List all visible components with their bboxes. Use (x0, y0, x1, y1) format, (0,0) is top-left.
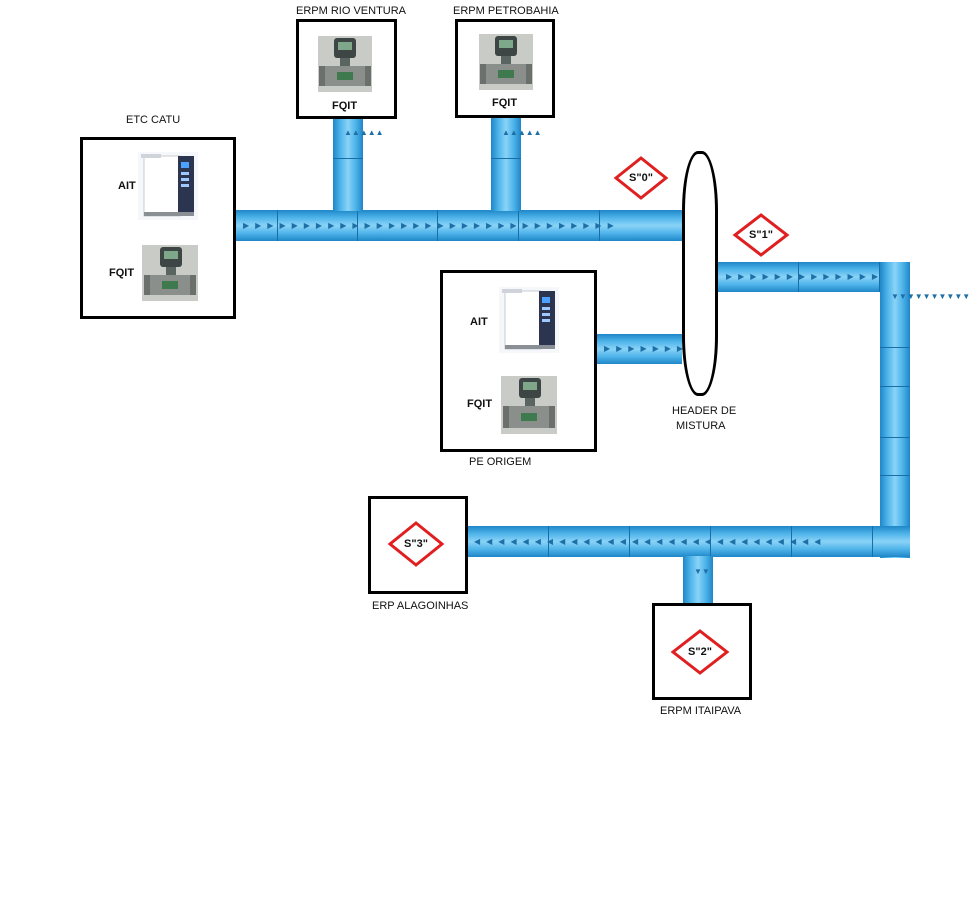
analyzer-cabinet-icon (138, 152, 198, 220)
erpm-petrobahia-label: ERPM PETROBAHIA (453, 5, 559, 17)
pipe-right-down: ▼▼▼▼▼▼▼▼▼▼▼▼ (880, 262, 972, 558)
fqit-label: FQIT (492, 97, 518, 109)
pipe-riser-rio-ventura: ▲▲▲▲▲ (333, 118, 384, 211)
arrow-up-icon: ▲▲▲▲▲ (502, 128, 542, 137)
erp-alagoinhas-box (368, 496, 468, 594)
fqit-label: FQIT (109, 267, 135, 279)
arrow-down-icon: ▼▼▼▼▼▼▼▼▼▼▼▼ (891, 292, 972, 301)
header-label-line2: MISTURA (676, 420, 726, 432)
arrow-up-icon: ▲▲▲▲▲ (344, 128, 384, 137)
pe-origem-box: AIT FQIT (440, 270, 597, 452)
fqit-label: FQIT (467, 398, 493, 410)
arrow-right-icon: ▶▶▶▶▶▶▶ (604, 344, 690, 353)
arrow-right-icon: ▶▶▶▶▶▶▶▶▶▶▶▶▶ (726, 272, 884, 281)
pipe-header-outlet: ▶▶▶▶▶▶▶▶▶▶▶▶▶ (716, 262, 910, 292)
diamond-marker-icon (613, 156, 669, 200)
pipe-riser-petrobahia: ▲▲▲▲▲ (491, 118, 542, 211)
erpm-rio-ventura-label: ERPM RIO VENTURA (296, 5, 407, 17)
sample-point-s3: S"3" (387, 521, 445, 567)
diamond-marker-icon (732, 213, 790, 257)
flow-meter-icon (318, 36, 372, 92)
erpm-itaipava-label: ERPM ITAIPAVA (660, 705, 742, 717)
arrow-down-icon: ▼▼ (694, 567, 710, 576)
pe-origem-label: PE ORIGEM (469, 456, 532, 468)
flow-meter-icon (501, 376, 557, 434)
diamond-marker-icon (387, 521, 445, 567)
arrow-left-icon: ◀◀◀◀◀◀◀◀◀◀◀◀◀◀◀◀◀◀◀◀◀◀◀◀◀◀◀◀◀ (474, 537, 827, 546)
flow-meter-icon (142, 245, 198, 301)
ait-label: AIT (470, 316, 488, 328)
arrow-right-icon: ▶▶▶▶▶▶▶▶▶▶▶▶▶▶▶▶▶▶▶▶▶▶▶▶▶▶▶▶▶▶▶ (243, 221, 620, 230)
erpm-petrobahia-box: FQIT (455, 19, 555, 118)
erpm-rio-ventura-box: FQIT (296, 19, 397, 119)
pipe-drop-itaipava: ▼▼ (683, 556, 713, 605)
diamond-marker-icon (670, 629, 730, 675)
ait-label: AIT (118, 180, 136, 192)
pipe-pe-origem: ▶▶▶▶▶▶▶ (596, 334, 683, 364)
pipe-bottom: ◀◀◀◀◀◀◀◀◀◀◀◀◀◀◀◀◀◀◀◀◀◀◀◀◀◀◀◀◀ (466, 526, 910, 557)
sample-point-s0: S"0" (613, 156, 669, 200)
sample-point-s1: S"1" (732, 213, 790, 257)
etc-catu-box: AIT FQIT (80, 137, 236, 319)
etc-catu-label: ETC CATU (126, 114, 181, 126)
pipe-main-top: ▶▶▶▶▶▶▶▶▶▶▶▶▶▶▶▶▶▶▶▶▶▶▶▶▶▶▶▶▶▶▶ (235, 210, 682, 241)
erp-alagoinhas-label: ERP ALAGOINHAS (372, 600, 469, 612)
analyzer-cabinet-icon (499, 287, 559, 353)
header-de-mistura (682, 151, 718, 396)
header-label-line1: HEADER DE (672, 405, 737, 417)
sample-point-s2: S"2" (670, 629, 730, 675)
fqit-label: FQIT (332, 100, 358, 112)
flow-meter-icon (479, 34, 533, 90)
